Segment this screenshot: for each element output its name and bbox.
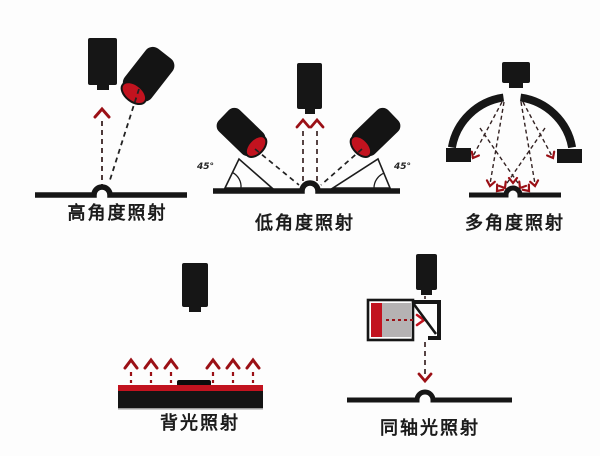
light-ray-slanted bbox=[320, 148, 363, 186]
camera-icon bbox=[502, 62, 530, 88]
angle-value-right: 45° bbox=[393, 162, 411, 172]
diagram-backlight: 背光照射 bbox=[110, 255, 290, 437]
multi-angle-label: 多角度照射 bbox=[465, 213, 565, 234]
light-cylinder-icon bbox=[120, 46, 175, 106]
beam-splitter-icon bbox=[411, 300, 441, 340]
ray-arrowhead-up bbox=[309, 117, 325, 129]
diagram-low-angle: 45° 45° 低角度照射 bbox=[195, 55, 415, 237]
light-cylinder-left-icon bbox=[216, 107, 268, 158]
inspected-object bbox=[177, 380, 211, 387]
low-angle-label: 低角度照射 bbox=[255, 213, 355, 234]
ray-arrowhead-up bbox=[93, 106, 111, 119]
low-angle-figure: 45° 45° bbox=[196, 63, 411, 194]
angle-arc-right bbox=[373, 172, 385, 189]
camera-icon bbox=[416, 254, 437, 295]
surface-with-bump bbox=[469, 185, 561, 198]
angle-triangle-right bbox=[330, 157, 392, 189]
angle-arc-left bbox=[232, 171, 242, 189]
camera-icon bbox=[88, 38, 117, 90]
camera-icon bbox=[182, 263, 208, 312]
diagram-high-angle: 高角度照射 bbox=[35, 25, 200, 227]
backlight-rays bbox=[123, 357, 261, 383]
surface-with-bump bbox=[347, 389, 512, 403]
angle-triangle-left bbox=[223, 157, 275, 189]
ray-arrowheads bbox=[470, 150, 556, 193]
light-ray-slanted bbox=[108, 88, 140, 184]
ray-arrowhead-up bbox=[295, 117, 311, 129]
angle-value-left: 45° bbox=[196, 162, 214, 172]
backlight-figure bbox=[118, 263, 263, 410]
surface-with-bump bbox=[213, 180, 400, 194]
coaxial-label: 同轴光照射 bbox=[380, 418, 480, 439]
high-angle-figure bbox=[35, 38, 187, 198]
backlight-label: 背光照射 bbox=[160, 413, 240, 434]
multi-angle-figure bbox=[446, 62, 582, 198]
camera-icon bbox=[297, 63, 322, 114]
dome-light-rays bbox=[471, 101, 554, 187]
diagram-coaxial: 同轴光照射 bbox=[340, 250, 520, 442]
light-ray-slanted bbox=[254, 148, 300, 186]
diagram-multi-angle: 多角度照射 bbox=[440, 60, 590, 237]
high-angle-label: 高角度照射 bbox=[67, 203, 168, 224]
ray-arrowhead-down bbox=[417, 372, 433, 384]
dome-light-icon bbox=[446, 93, 582, 163]
coaxial-figure bbox=[347, 254, 512, 403]
surface-with-bump bbox=[35, 184, 187, 198]
light-cylinder-right-icon bbox=[349, 107, 401, 158]
backlight-panel-icon bbox=[118, 385, 263, 410]
